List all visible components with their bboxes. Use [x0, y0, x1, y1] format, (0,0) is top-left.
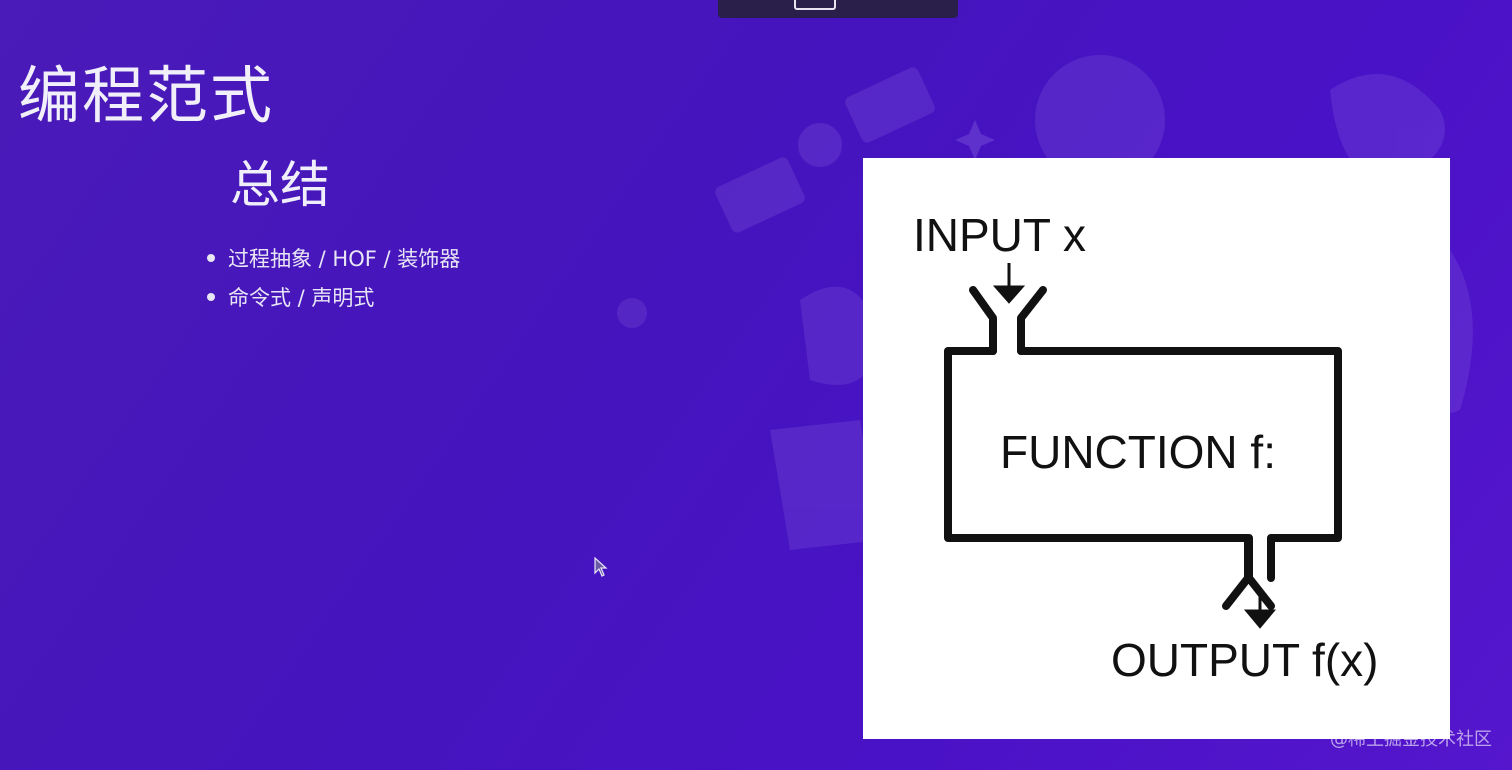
- mouse-pointer-icon: [594, 556, 608, 581]
- toolbar-handle[interactable]: [794, 0, 836, 10]
- screen-share-toolbar[interactable]: [718, 0, 958, 18]
- output-label: OUTPUT f(x): [1111, 634, 1379, 686]
- function-diagram-panel: INPUT x FUNCTION f: OUTPUT f(x): [863, 158, 1450, 739]
- list-item: 命令式 / 声明式: [207, 279, 460, 318]
- slide-title: 编程范式: [18, 58, 275, 132]
- input-label: INPUT x: [913, 209, 1086, 261]
- watermark: @稀土掘金技术社区: [1330, 729, 1492, 750]
- summary-list: 过程抽象 / HOF / 装饰器 命令式 / 声明式: [207, 240, 460, 318]
- slide-subtitle: 总结: [230, 156, 330, 214]
- list-item: 过程抽象 / HOF / 装饰器: [207, 240, 460, 279]
- function-label: FUNCTION f:: [1000, 426, 1276, 478]
- function-diagram: [944, 263, 1342, 629]
